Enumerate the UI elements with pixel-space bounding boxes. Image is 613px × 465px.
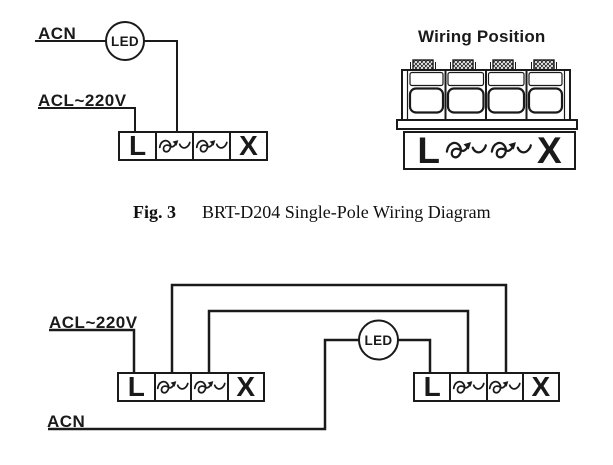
terminal-x-label: X	[239, 130, 258, 162]
rotation-terminal-cell	[485, 374, 522, 400]
terminal-l-cell: L	[119, 371, 154, 403]
rotation-arrow-icon	[193, 379, 226, 394]
rotation-terminal-cell	[192, 133, 229, 159]
terminal-x-cell: X	[521, 371, 558, 403]
rotation-arrow-icon	[158, 138, 191, 153]
terminal-l-label: L	[128, 130, 147, 162]
rotation-terminal-cell	[190, 374, 227, 400]
terminal-l-label: L	[127, 371, 145, 403]
led-indicator-top: LED	[111, 33, 139, 49]
led-circle-top	[105, 21, 145, 61]
rotation-terminal-cell	[155, 133, 192, 159]
terminal-x-label: X	[236, 371, 256, 403]
terminal-block-bottom-right: L X	[413, 372, 560, 402]
terminal-l-label: L	[423, 371, 441, 403]
rotation-arrow-icon	[452, 379, 485, 394]
bottom-diagram-wires	[48, 283, 508, 431]
rotation-arrow-icon	[488, 379, 521, 394]
terminal-x-cell: X	[226, 371, 264, 403]
terminal-x-cell: X	[229, 130, 266, 162]
terminal-x-label: X	[536, 129, 562, 171]
top-diagram-wires	[35, 40, 178, 133]
acn-label-top: ACN	[38, 24, 77, 43]
figure-number: Fig. 3	[133, 202, 176, 222]
wiring-position-label-box: L X	[403, 131, 576, 170]
led-circle-bottom	[358, 319, 399, 361]
acn-label-bottom: ACN	[47, 412, 86, 431]
terminal-block-top: L X	[118, 131, 268, 161]
led-indicator-bottom: LED	[364, 332, 393, 348]
rotation-terminal-cell	[153, 374, 191, 400]
rotation-arrow-icon	[195, 138, 228, 153]
rotation-arrow-icon	[445, 141, 487, 159]
figure-caption: Fig. 3 BRT-D204 Single-Pole Wiring Diagr…	[133, 202, 491, 223]
rotation-arrow-icon	[490, 141, 532, 159]
terminal-x-label: X	[531, 371, 551, 403]
rotation-arrow-icon	[157, 379, 189, 394]
acl-220v-label-top: ACL~220V	[38, 91, 127, 110]
terminal-l-cell: L	[415, 371, 449, 403]
terminal-l-label: L	[417, 129, 440, 171]
terminal-block-bottom-left: L X	[117, 372, 265, 402]
acl-220v-label-bottom: ACL~220V	[49, 313, 138, 332]
terminal-l-cell: L	[120, 130, 155, 162]
connector-graphic	[396, 59, 578, 130]
rotation-terminal-cell	[449, 374, 485, 400]
wiring-position-title: Wiring Position	[418, 27, 546, 46]
figure-title: BRT-D204 Single-Pole Wiring Diagram	[202, 202, 491, 222]
